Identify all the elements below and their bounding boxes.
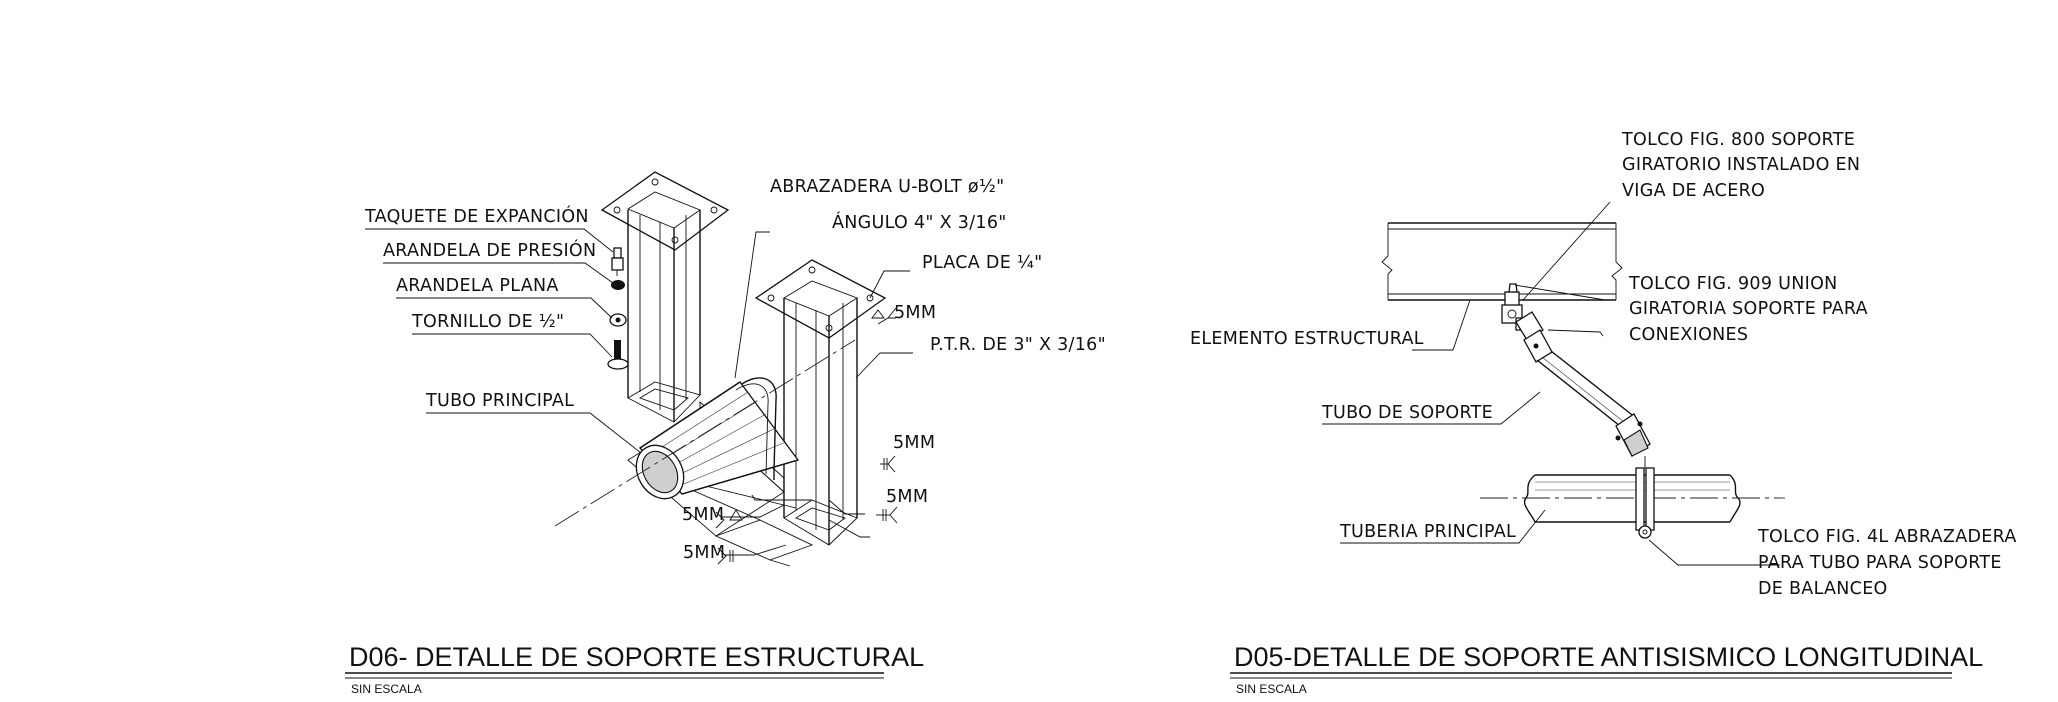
label-fig4l-3: DE BALANCEO (1758, 579, 1888, 599)
d06-drawing: TAQUETE DE EXPANCIÓN ARANDELA DE PRESIÓN… (345, 171, 1106, 696)
hardware-stack (607, 247, 629, 370)
label-weld-5: 5MM (683, 543, 725, 563)
expansion-anchor (613, 247, 622, 259)
label-taquete: TAQUETE DE EXPANCIÓN (364, 205, 589, 227)
left-top-plate (600, 171, 730, 251)
right-top-plate (754, 259, 887, 339)
d06-scale: SIN ESCALA (351, 682, 422, 696)
label-fig4l-1: TOLCO FIG. 4L ABRAZADERA (1757, 527, 2017, 547)
label-ptr: P.T.R. DE 3" X 3/16" (930, 335, 1106, 355)
brace-pipe (1515, 311, 1651, 457)
label-fig800-3: VIGA DE ACERO (1622, 181, 1765, 201)
d06-leaders (365, 228, 913, 556)
label-fig909-1: TOLCO FIG. 909 UNION (1628, 274, 1838, 294)
label-fig800-2: GIRATORIO INSTALADO EN (1622, 155, 1860, 175)
label-tubo-soporte: TUBO DE SOPORTE (1321, 403, 1493, 423)
d05-title: D05-DETALLE DE SOPORTE ANTISISMICO LONGI… (1234, 642, 1983, 672)
lock-washer (611, 280, 625, 290)
d06-weld-symbols (715, 307, 898, 565)
label-weld-2: 5MM (893, 433, 935, 453)
main-pipe (635, 377, 800, 500)
d06-title: D06- DETALLE DE SOPORTE ESTRUCTURAL (349, 642, 924, 672)
d05-main-pipe (1480, 456, 1785, 539)
label-fig909-3: CONEXIONES (1629, 325, 1748, 345)
pipe-centerline (554, 339, 856, 527)
label-arandela-plana: ARANDELA PLANA (396, 276, 559, 296)
label-placa: PLACA DE ¼" (922, 253, 1043, 273)
label-weld-1: 5MM (894, 303, 936, 323)
label-angulo: ÁNGULO 4" X 3/16" (832, 211, 1007, 233)
label-tubo-principal: TUBO PRINCIPAL (425, 391, 574, 411)
label-tornillo: TORNILLO DE ½" (411, 312, 564, 332)
label-fig4l-2: PARA TUBO PARA SOPORTE (1758, 553, 2002, 573)
label-elemento: ELEMENTO ESTRUCTURAL (1190, 329, 1424, 349)
label-tuberia: TUBERIA PRINCIPAL (1339, 522, 1516, 542)
d05-drawing: TOLCO FIG. 800 SOPORTE GIRATORIO INSTALA… (1190, 130, 2017, 696)
label-arandela-presion: ARANDELA DE PRESIÓN (383, 239, 596, 261)
left-hanger-column (600, 171, 730, 423)
label-weld-4: 5MM (682, 505, 724, 525)
steel-beam (1381, 222, 1623, 301)
bolt-shank (614, 340, 621, 362)
label-weld-3: 5MM (886, 487, 928, 507)
label-fig800-1: TOLCO FIG. 800 SOPORTE (1621, 130, 1855, 150)
right-hanger-column (754, 259, 887, 546)
label-abrazadera: ABRAZADERA U-BOLT ø½" (770, 177, 1004, 197)
d05-leaders (1322, 201, 1780, 566)
d05-scale: SIN ESCALA (1236, 682, 1307, 696)
label-fig909-2: GIRATORIA SOPORTE PARA (1629, 299, 1868, 319)
bolt-head (607, 358, 629, 370)
